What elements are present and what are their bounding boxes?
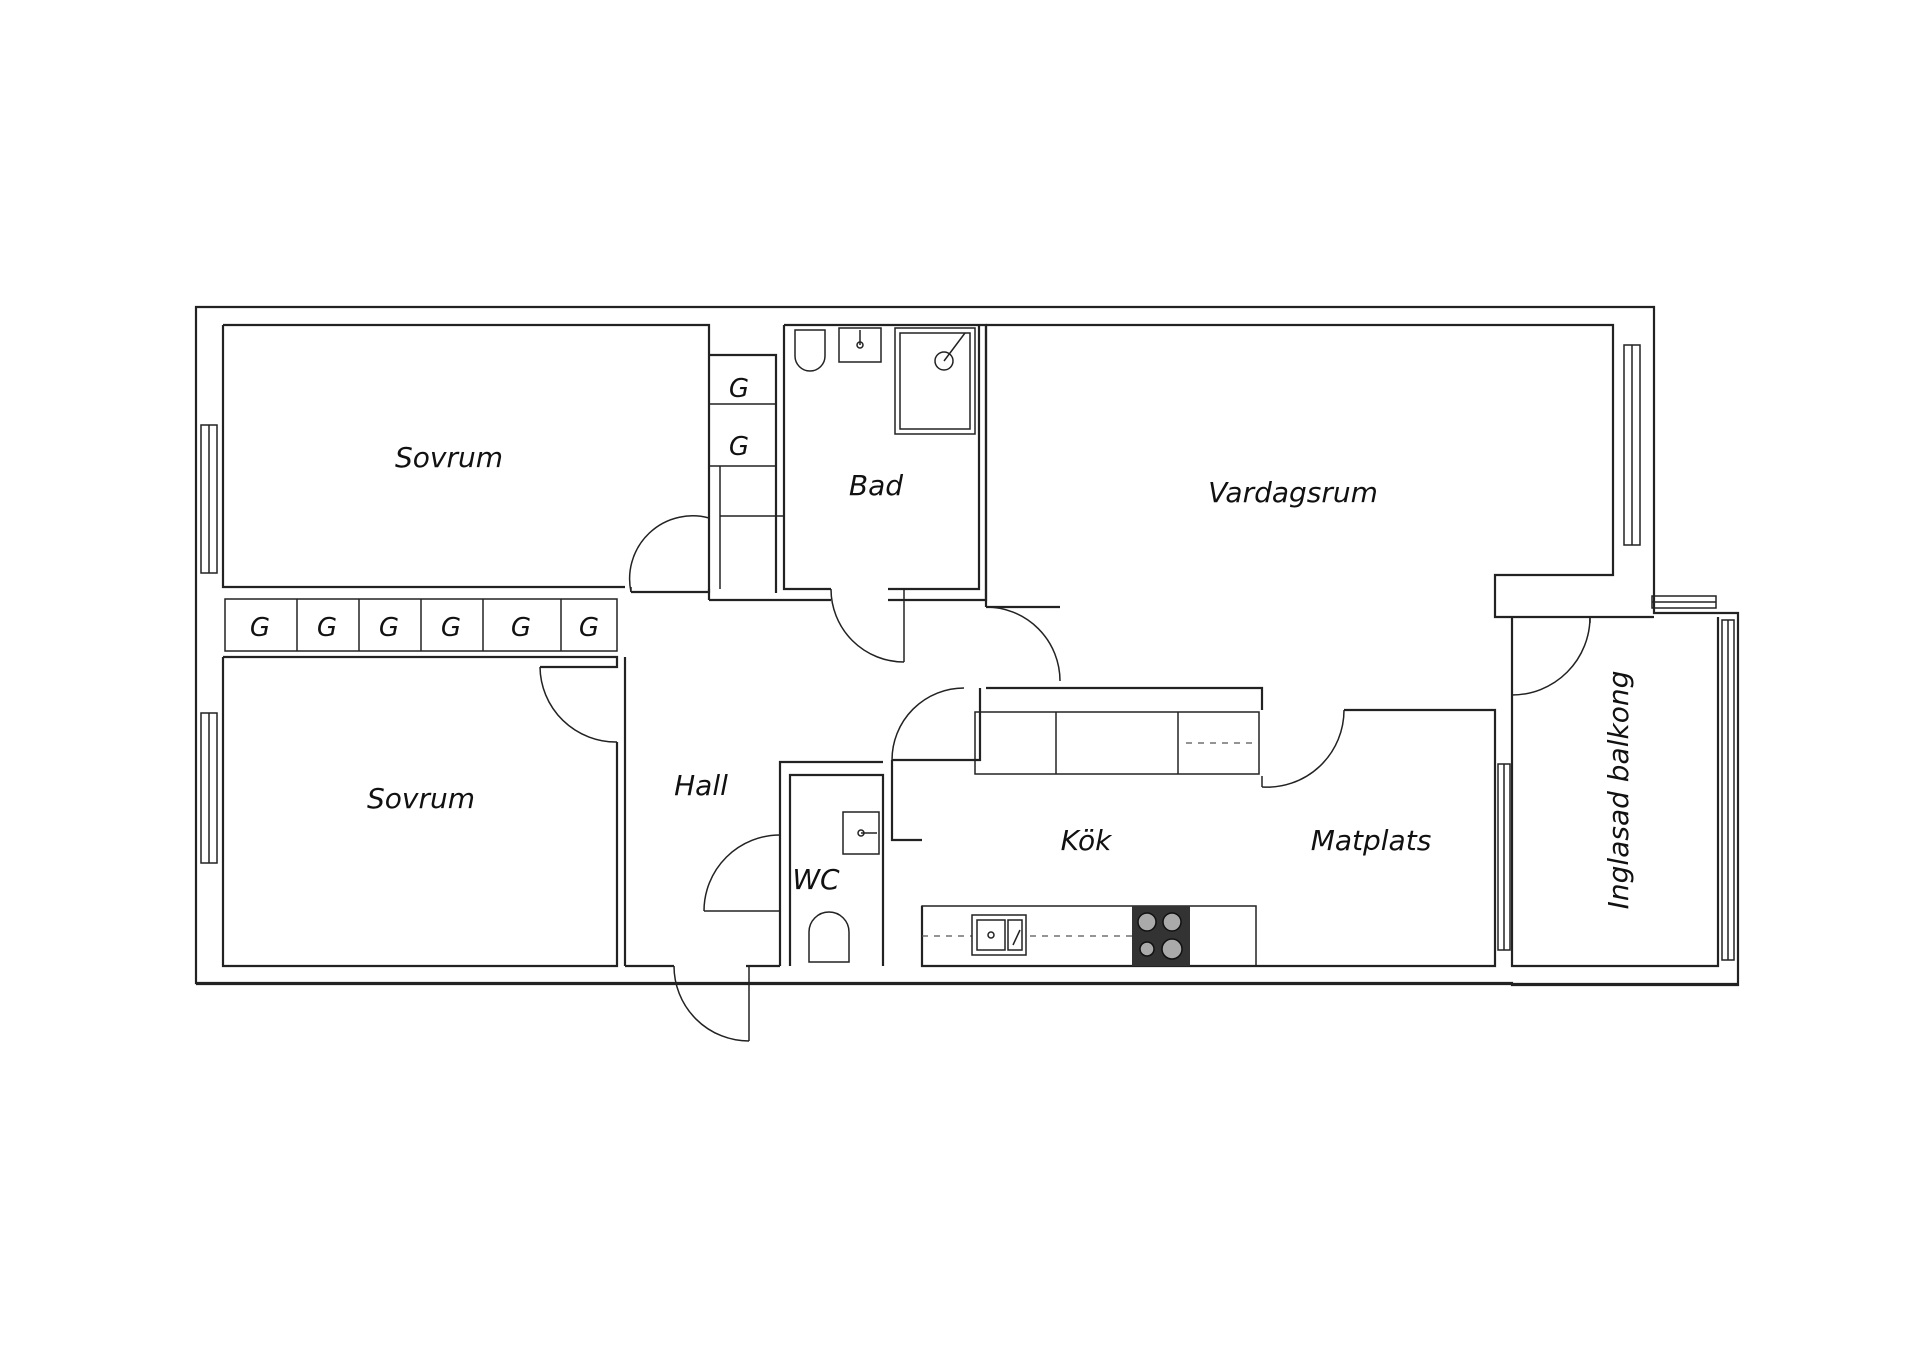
label-hall: Hall [674, 769, 728, 802]
door-kitchen [891, 687, 965, 761]
label-living-room: Vardagsrum [1208, 476, 1378, 509]
kitchen-wall-cabinets [974, 711, 1260, 775]
shower [894, 327, 976, 435]
door-entrance [673, 965, 750, 1042]
door-bathroom [830, 588, 905, 663]
label-closet-bath-2: G [729, 432, 749, 462]
label-bathroom: Bad [849, 469, 903, 502]
label-bedroom-top: Sovrum [395, 441, 503, 474]
label-kitchen: Kök [1061, 824, 1113, 857]
label-closet-hall-6: G [579, 613, 599, 643]
label-balcony: Inglasad balkong [1602, 671, 1635, 910]
door-balcony [1511, 616, 1591, 696]
room-living [984, 323, 1654, 682]
windows [200, 344, 1735, 961]
room-hall [622, 585, 780, 1042]
door-bedroom-top [628, 515, 710, 593]
room-wc [703, 760, 885, 966]
label-closet-hall-3: G [379, 613, 399, 643]
room-bathroom [709, 323, 988, 663]
door-bedroom-bottom [539, 666, 618, 743]
toilet-bathroom [794, 329, 826, 372]
door-wc [703, 834, 781, 912]
label-closet-hall-4: G [441, 613, 461, 643]
label-dining: Matplats [1311, 824, 1432, 857]
room-kitchen [890, 686, 1497, 968]
room-bedroom-bottom [221, 655, 619, 968]
label-closet-bath-1: G [729, 374, 749, 404]
label-bedroom-bottom: Sovrum [367, 782, 475, 815]
room-bedroom-top [221, 323, 711, 594]
door-dining [1261, 709, 1345, 788]
toilet-wc [808, 911, 850, 963]
hall-closets [224, 598, 618, 652]
label-wc: WC [792, 863, 840, 896]
label-closet-hall-5: G [511, 613, 531, 643]
label-closet-hall-2: G [317, 613, 337, 643]
label-closet-hall-1: G [250, 613, 270, 643]
door-living-room [985, 606, 1061, 682]
room-balcony [1510, 616, 1720, 968]
outer-walls [194, 305, 1740, 987]
